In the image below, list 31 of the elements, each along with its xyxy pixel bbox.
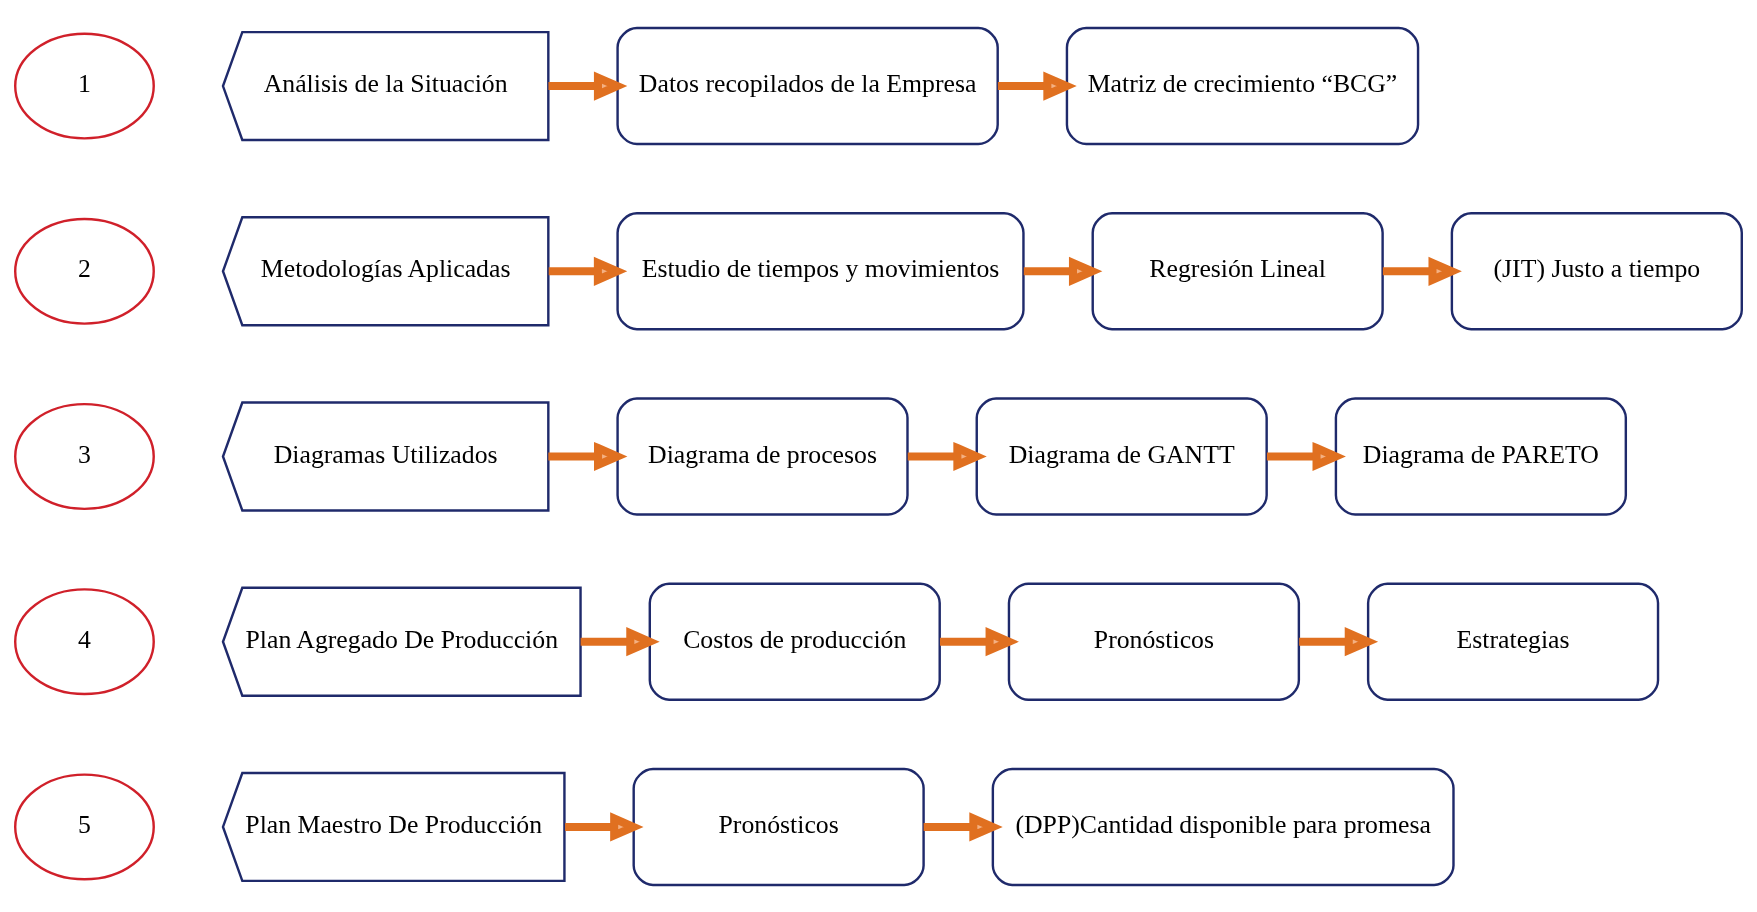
node-box: Diagrama de procesos [616, 396, 909, 516]
arrow [548, 441, 628, 471]
arrow [565, 811, 644, 842]
node-ellipse: 5 [14, 772, 155, 880]
arrow [1023, 256, 1103, 286]
node-box: Costos de producción [648, 582, 941, 701]
arrow [907, 441, 987, 471]
node-ellipse: 1 [14, 32, 155, 140]
arrow [1299, 626, 1379, 656]
node-box: Estrategias [1366, 582, 1660, 701]
arrow [923, 811, 1003, 842]
node-ellipse: 3 [14, 402, 155, 510]
arrow [548, 70, 628, 101]
arrow [580, 626, 660, 656]
node-box: Regresión Lineal [1091, 211, 1384, 330]
node-box: Diagrama de PARETO [1334, 396, 1628, 516]
arrow [1382, 256, 1462, 286]
arrow [939, 626, 1019, 656]
node-box: Datos recopilados de la Empresa [616, 26, 999, 145]
arrow [1266, 441, 1346, 471]
node-box: Matriz de crecimiento “BCG” [1065, 26, 1420, 145]
node-box: (DPP)Cantidad disponible para promesa [991, 767, 1455, 886]
node-ellipse: 4 [14, 587, 155, 695]
node-ellipse: 2 [14, 217, 155, 325]
node-box: Estudio de tiempos y movimientos [616, 211, 1025, 330]
node-box: Pronósticos [632, 767, 925, 886]
node-box: Diagrama de GANTT [975, 396, 1268, 516]
node-box: (JIT) Justo a tiempo [1450, 211, 1743, 330]
arrow [997, 70, 1077, 101]
node-box: Pronósticos [1007, 582, 1301, 701]
arrow [548, 256, 628, 286]
